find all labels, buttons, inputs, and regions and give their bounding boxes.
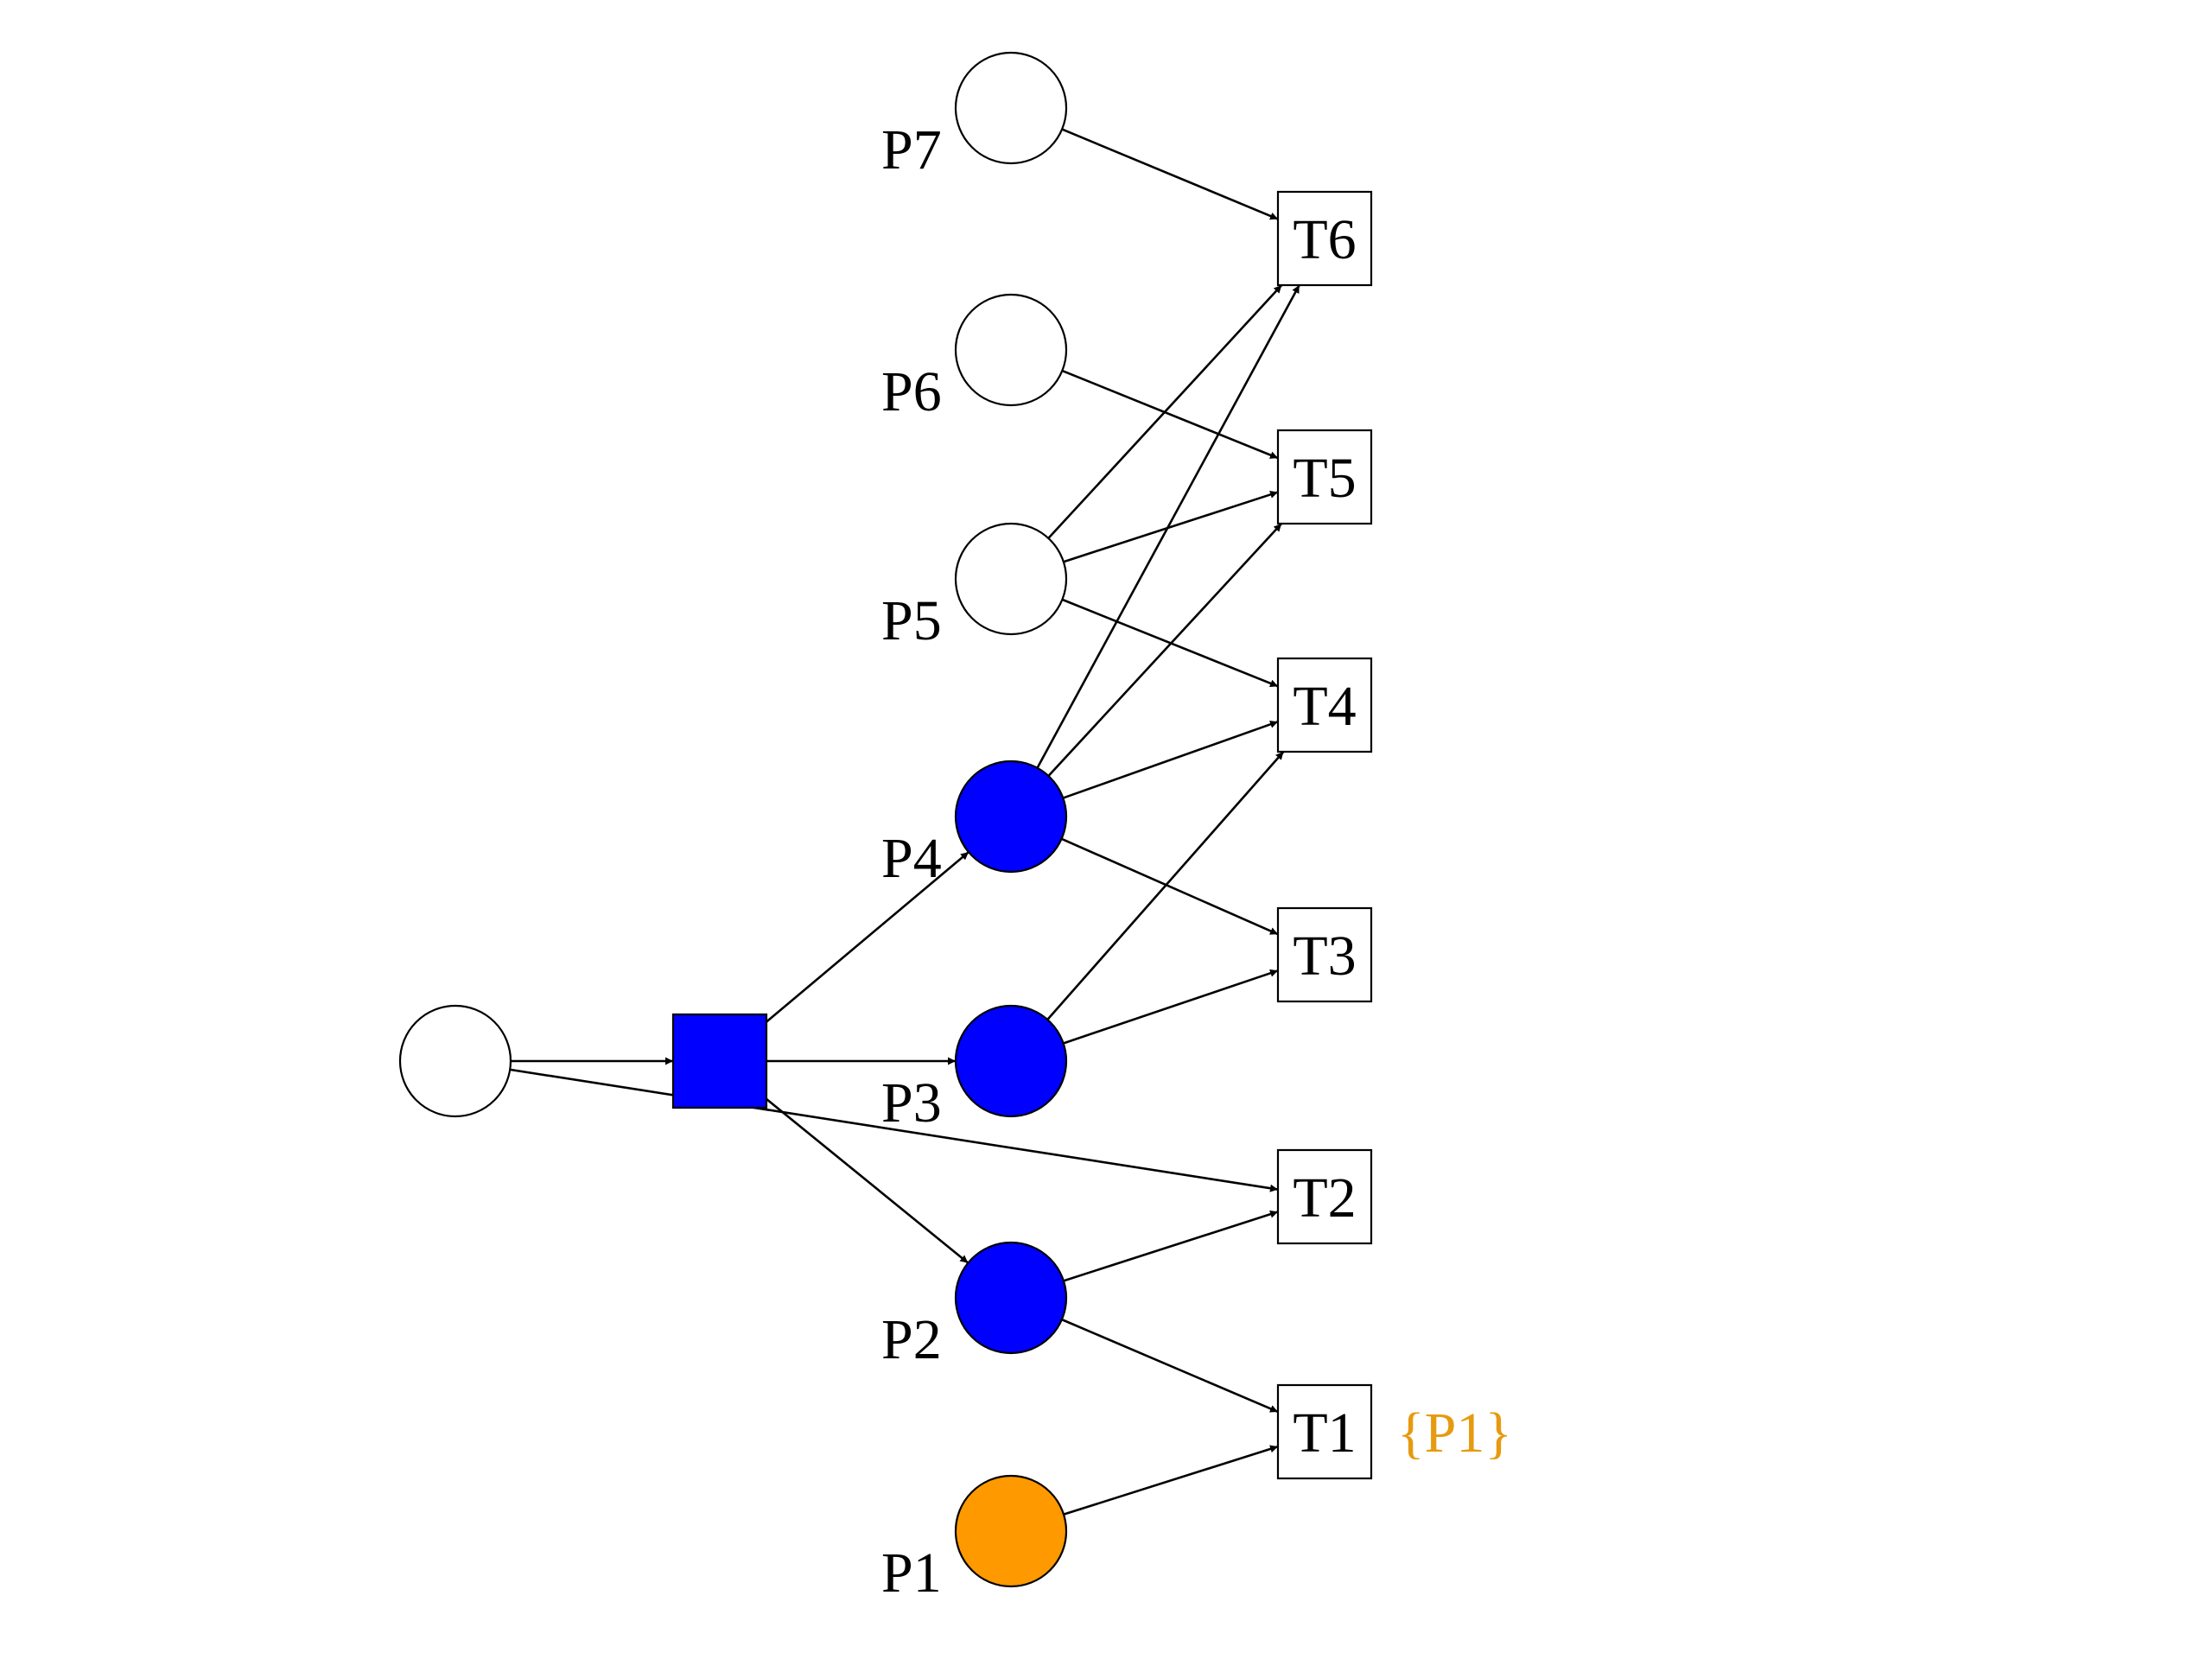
transition-label-t5: T5 [1293, 447, 1356, 510]
place-p1 [954, 1474, 1068, 1588]
arc-p4-t4 [1062, 720, 1279, 799]
transition-t3 [1276, 906, 1373, 1003]
arc-t0-p4 [766, 851, 969, 1023]
arc-p4-t6 [1036, 284, 1300, 769]
place-p5 [954, 522, 1068, 636]
transition-t5 [1276, 429, 1373, 525]
transition-label-t2: T2 [1293, 1166, 1356, 1230]
transition-label-t3: T3 [1293, 925, 1356, 988]
edges-layer [510, 128, 1300, 1516]
arc-p2-t1 [1061, 1318, 1279, 1414]
arc-p5-t5 [1063, 491, 1279, 563]
arc-p5-t6 [1047, 284, 1283, 539]
arc-p3-t3 [1063, 969, 1279, 1045]
transition-t4 [1276, 657, 1373, 753]
place-p6 [954, 293, 1068, 407]
place-label-p6: P6 [881, 360, 942, 423]
transition-t0 [671, 1013, 768, 1109]
arc-p3-t4 [1046, 751, 1285, 1020]
transition-t2 [1276, 1148, 1373, 1245]
place-label-p1: P1 [881, 1541, 942, 1605]
nodes-layer [398, 51, 1373, 1588]
arc-p4-t3 [1061, 837, 1279, 936]
arc-p7-t6 [1061, 128, 1279, 220]
transition-label-t6: T6 [1293, 208, 1356, 271]
arc-p0-t2 [510, 1068, 1279, 1192]
arc-t0-p2 [766, 1097, 969, 1264]
place-label-p5: P5 [881, 589, 942, 652]
arc-p4-t5 [1047, 523, 1283, 777]
place-p3 [954, 1004, 1068, 1118]
transition-label-t4: T4 [1293, 675, 1356, 738]
place-p2 [954, 1241, 1068, 1355]
arc-p1-t1 [1063, 1445, 1279, 1516]
place-label-p3: P3 [881, 1071, 942, 1135]
place-p0 [398, 1004, 512, 1118]
place-label-p4: P4 [881, 827, 942, 890]
annotation-t1: {P1} [1397, 1402, 1512, 1465]
arc-p6-t5 [1061, 369, 1279, 460]
place-p4 [954, 760, 1068, 874]
transition-t6 [1276, 190, 1373, 287]
place-label-p2: P2 [881, 1308, 942, 1371]
arc-p2-t2 [1063, 1210, 1279, 1282]
transition-label-t1: T1 [1293, 1402, 1356, 1465]
transition-t1 [1276, 1383, 1373, 1480]
place-label-p7: P7 [881, 118, 942, 181]
place-p7 [954, 51, 1068, 165]
